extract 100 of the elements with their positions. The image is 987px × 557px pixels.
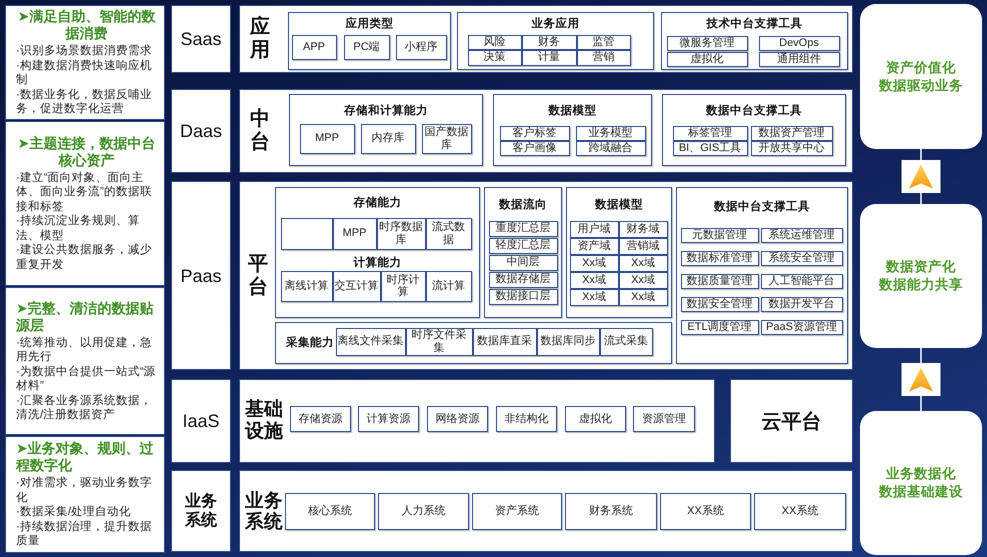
layer-band xyxy=(239,89,853,173)
module-box xyxy=(336,328,406,356)
module-box xyxy=(332,270,380,302)
module-name: 时序文件采集 xyxy=(410,329,468,354)
layer-name: Saas xyxy=(180,29,222,49)
module-name: PC端 xyxy=(353,40,380,54)
module-name: Xx域 xyxy=(582,256,606,270)
module-name: 人工智能平台 xyxy=(768,274,834,288)
module-name: 数据存储层 xyxy=(496,273,550,286)
goal-panel xyxy=(5,287,165,435)
group-box xyxy=(484,187,562,318)
module-name: 客户标签 xyxy=(512,126,556,140)
module-box xyxy=(396,34,446,60)
module-name: 流式数据 xyxy=(431,221,466,246)
module-name: 资产系统 xyxy=(495,505,539,518)
group-title: 数据流向 xyxy=(499,198,547,212)
module-name: 财务 xyxy=(538,36,560,48)
module-box xyxy=(576,34,630,50)
stage-card xyxy=(860,411,982,555)
module-box xyxy=(344,34,390,60)
goal-bullet: ·为数据中台提供一站式“源材料” xyxy=(16,364,157,394)
module-box xyxy=(360,124,416,154)
module-name: 数据标准管理 xyxy=(686,252,752,264)
module-box xyxy=(468,34,522,50)
module-box xyxy=(522,50,576,66)
layer-band xyxy=(239,379,715,463)
module-box xyxy=(633,406,695,432)
module-box xyxy=(600,328,652,356)
layer-tag xyxy=(171,379,231,463)
module-name: 内存库 xyxy=(372,132,404,145)
module-box xyxy=(750,140,832,156)
module-name: 财务系统 xyxy=(589,505,633,518)
module-box xyxy=(570,288,618,306)
module-box xyxy=(672,126,748,140)
goal-bullet: ·统筹推动、以用促建，急用先行 xyxy=(16,336,153,364)
module-box xyxy=(760,296,842,312)
group-box xyxy=(566,187,672,318)
module-box xyxy=(666,52,748,66)
module-name: XX系统 xyxy=(782,505,818,518)
module-box xyxy=(427,406,488,432)
layer-tag xyxy=(171,89,231,173)
layer-title: 平台 xyxy=(247,252,269,298)
group-box xyxy=(493,94,652,166)
module-box xyxy=(618,254,668,272)
module-name: 跨域融合 xyxy=(588,142,632,154)
group-title: 应用类型 xyxy=(346,17,394,31)
module-box xyxy=(760,320,842,334)
module-name: Xx域 xyxy=(631,256,655,270)
layer-band xyxy=(239,470,853,552)
module-box xyxy=(472,493,562,530)
group-title: 业务应用 xyxy=(532,17,580,31)
module-box xyxy=(300,124,354,154)
module-box xyxy=(358,406,419,432)
stage-title: 数据资产化 xyxy=(886,258,956,276)
module-box xyxy=(618,288,668,306)
goal-bullet: ·汇聚各业务源系统数据，清洗/注册数据资产 xyxy=(16,394,153,422)
module-name: 计算资源 xyxy=(366,412,410,426)
module-name: 离线文件采集 xyxy=(338,335,404,348)
module-box xyxy=(500,140,570,156)
goal-bullet: ·数据采集/处理自动化 xyxy=(16,505,132,520)
module-name: 决策 xyxy=(484,51,506,64)
group-title: 数据中台支撑工具 xyxy=(714,200,810,214)
module-box xyxy=(680,274,758,288)
goal-bullet: ·识别多场景数据消费需求 xyxy=(16,44,153,59)
group-title: 采集能力 xyxy=(286,336,334,350)
module-box xyxy=(666,36,748,50)
module-name: 非结构化 xyxy=(504,412,548,426)
module-name: 微服务管理 xyxy=(680,36,734,50)
group-box xyxy=(457,12,654,70)
module-name: 通用组件 xyxy=(777,52,821,66)
layer-name: Daas xyxy=(180,121,222,141)
module-box xyxy=(488,254,558,270)
module-name: DevOps xyxy=(779,36,819,50)
module-box xyxy=(500,126,570,140)
group-title: 数据中台支撑工具 xyxy=(706,104,802,118)
platform-name: 云平台 xyxy=(762,410,822,434)
stage-subtitle: 数据驱动业务 xyxy=(879,76,963,94)
module-box xyxy=(285,493,375,530)
module-name: 核心系统 xyxy=(308,505,352,518)
goal-bullet: ·建设公共数据服务，减少重复开发 xyxy=(16,243,153,272)
module-name: MPP xyxy=(342,227,366,240)
module-name: 轻度汇总层 xyxy=(496,239,550,252)
module-name: 财务域 xyxy=(626,222,660,236)
layer-title: 业务系统 xyxy=(244,490,284,532)
group-box xyxy=(662,94,846,166)
module-name: XX系统 xyxy=(687,505,724,518)
module-box xyxy=(618,272,668,288)
module-name: 数据安全管理 xyxy=(686,298,752,310)
module-name: 元数据管理 xyxy=(692,228,747,242)
group-box xyxy=(289,94,483,166)
goal-bullet: ·对准需求，驱动业务数字化 xyxy=(16,476,153,506)
stage-subtitle: 数据能力共享 xyxy=(879,276,963,294)
goal-panel xyxy=(5,5,165,120)
module-box xyxy=(565,406,626,432)
module-name: 资源管理 xyxy=(642,412,686,426)
module-box xyxy=(758,36,840,50)
goal-heading: ➤满足自助、智能的数据消费 xyxy=(16,8,156,42)
module-name: 流计算 xyxy=(432,280,465,292)
layer-title: 中台 xyxy=(249,108,271,154)
stage-card xyxy=(860,4,982,149)
